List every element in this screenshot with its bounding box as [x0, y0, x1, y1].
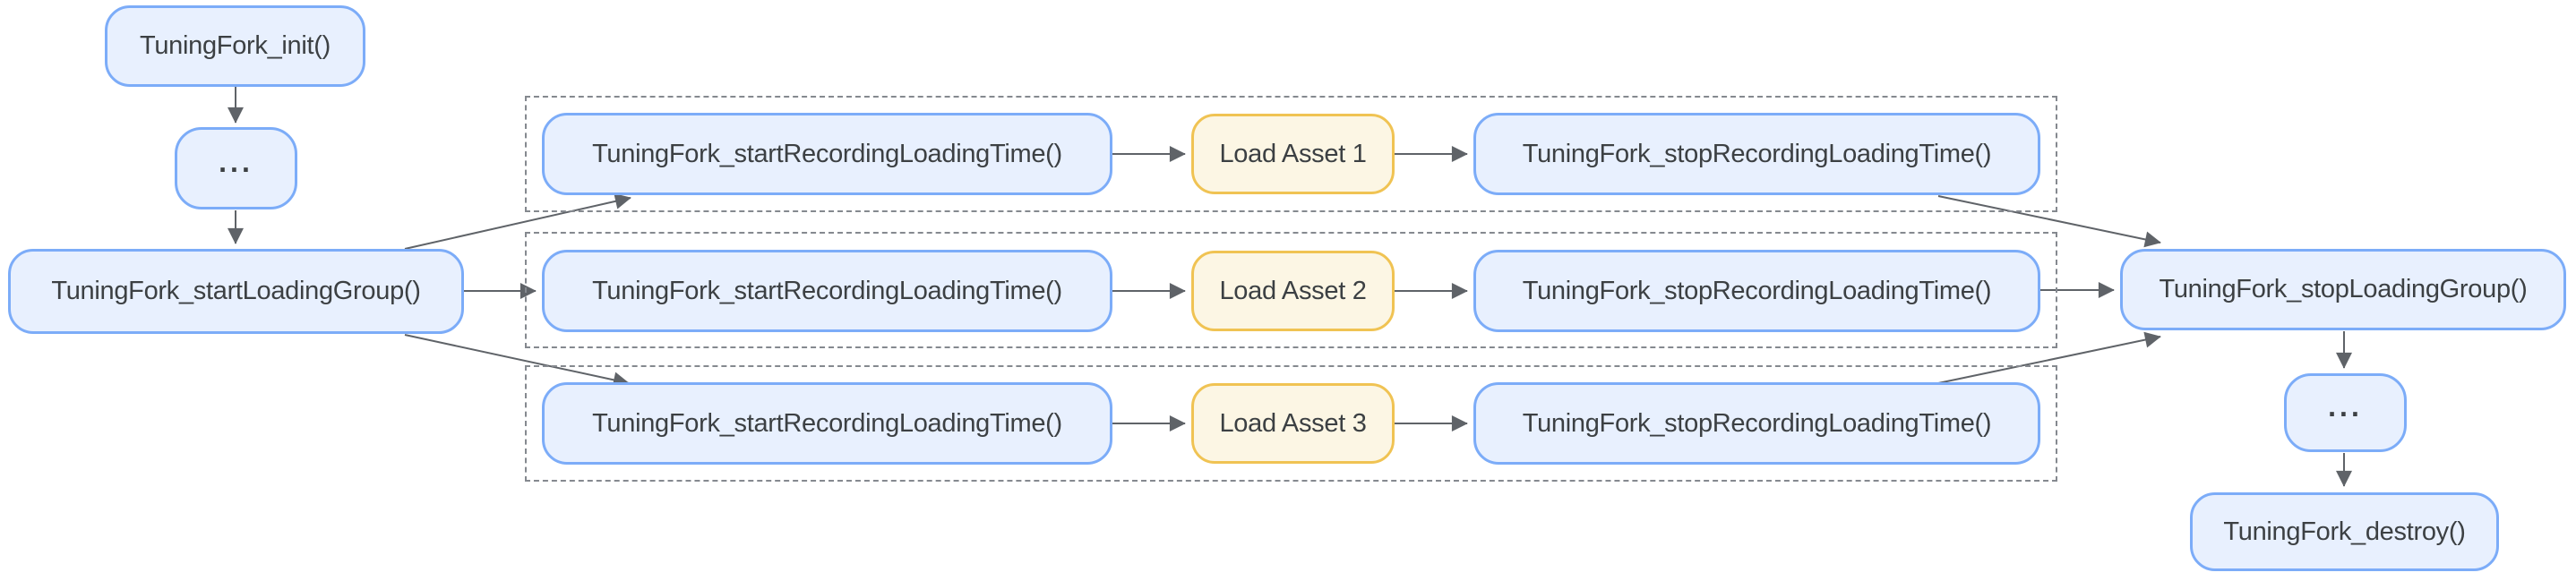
node-start-loading-group: TuningFork_startLoadingGroup() [8, 249, 464, 334]
node-row3-stop-recording: TuningFork_stopRecordingLoadingTime() [1473, 382, 2040, 465]
node-ellipsis-top: ... [175, 127, 297, 209]
edge-row1-stop-to-stop-loading-group [1937, 195, 2161, 248]
node-row3-start-recording: TuningFork_startRecordingLoadingTime() [542, 382, 1112, 465]
edge-start-loading-group-to-row1 [404, 192, 631, 250]
loading-group-frame-3 [525, 365, 2057, 482]
node-row1-start-recording: TuningFork_startRecordingLoadingTime() [542, 113, 1112, 195]
node-row2-load-asset: Load Asset 2 [1191, 251, 1395, 331]
node-row1-stop-recording: TuningFork_stopRecordingLoadingTime() [1473, 113, 2040, 195]
node-ellipsis-bottom: ... [2284, 373, 2407, 452]
node-tuningfork-destroy: TuningFork_destroy() [2190, 492, 2499, 571]
ellipsis-top-label: ... [219, 145, 253, 178]
edge-start-loading-group-to-row3 [404, 334, 630, 389]
node-row3-load-asset: Load Asset 3 [1191, 383, 1395, 464]
loading-group-frame-1 [525, 96, 2057, 212]
node-row1-load-asset: Load Asset 1 [1191, 114, 1395, 194]
node-row2-stop-recording: TuningFork_stopRecordingLoadingTime() [1473, 250, 2040, 332]
node-stop-loading-group: TuningFork_stopLoadingGroup() [2120, 249, 2566, 330]
ellipsis-bottom-label: ... [2328, 389, 2363, 423]
edge-row3-stop-to-stop-loading-group [1937, 331, 2161, 384]
node-tuningfork-init: TuningFork_init() [105, 5, 365, 87]
node-row2-start-recording: TuningFork_startRecordingLoadingTime() [542, 250, 1112, 332]
